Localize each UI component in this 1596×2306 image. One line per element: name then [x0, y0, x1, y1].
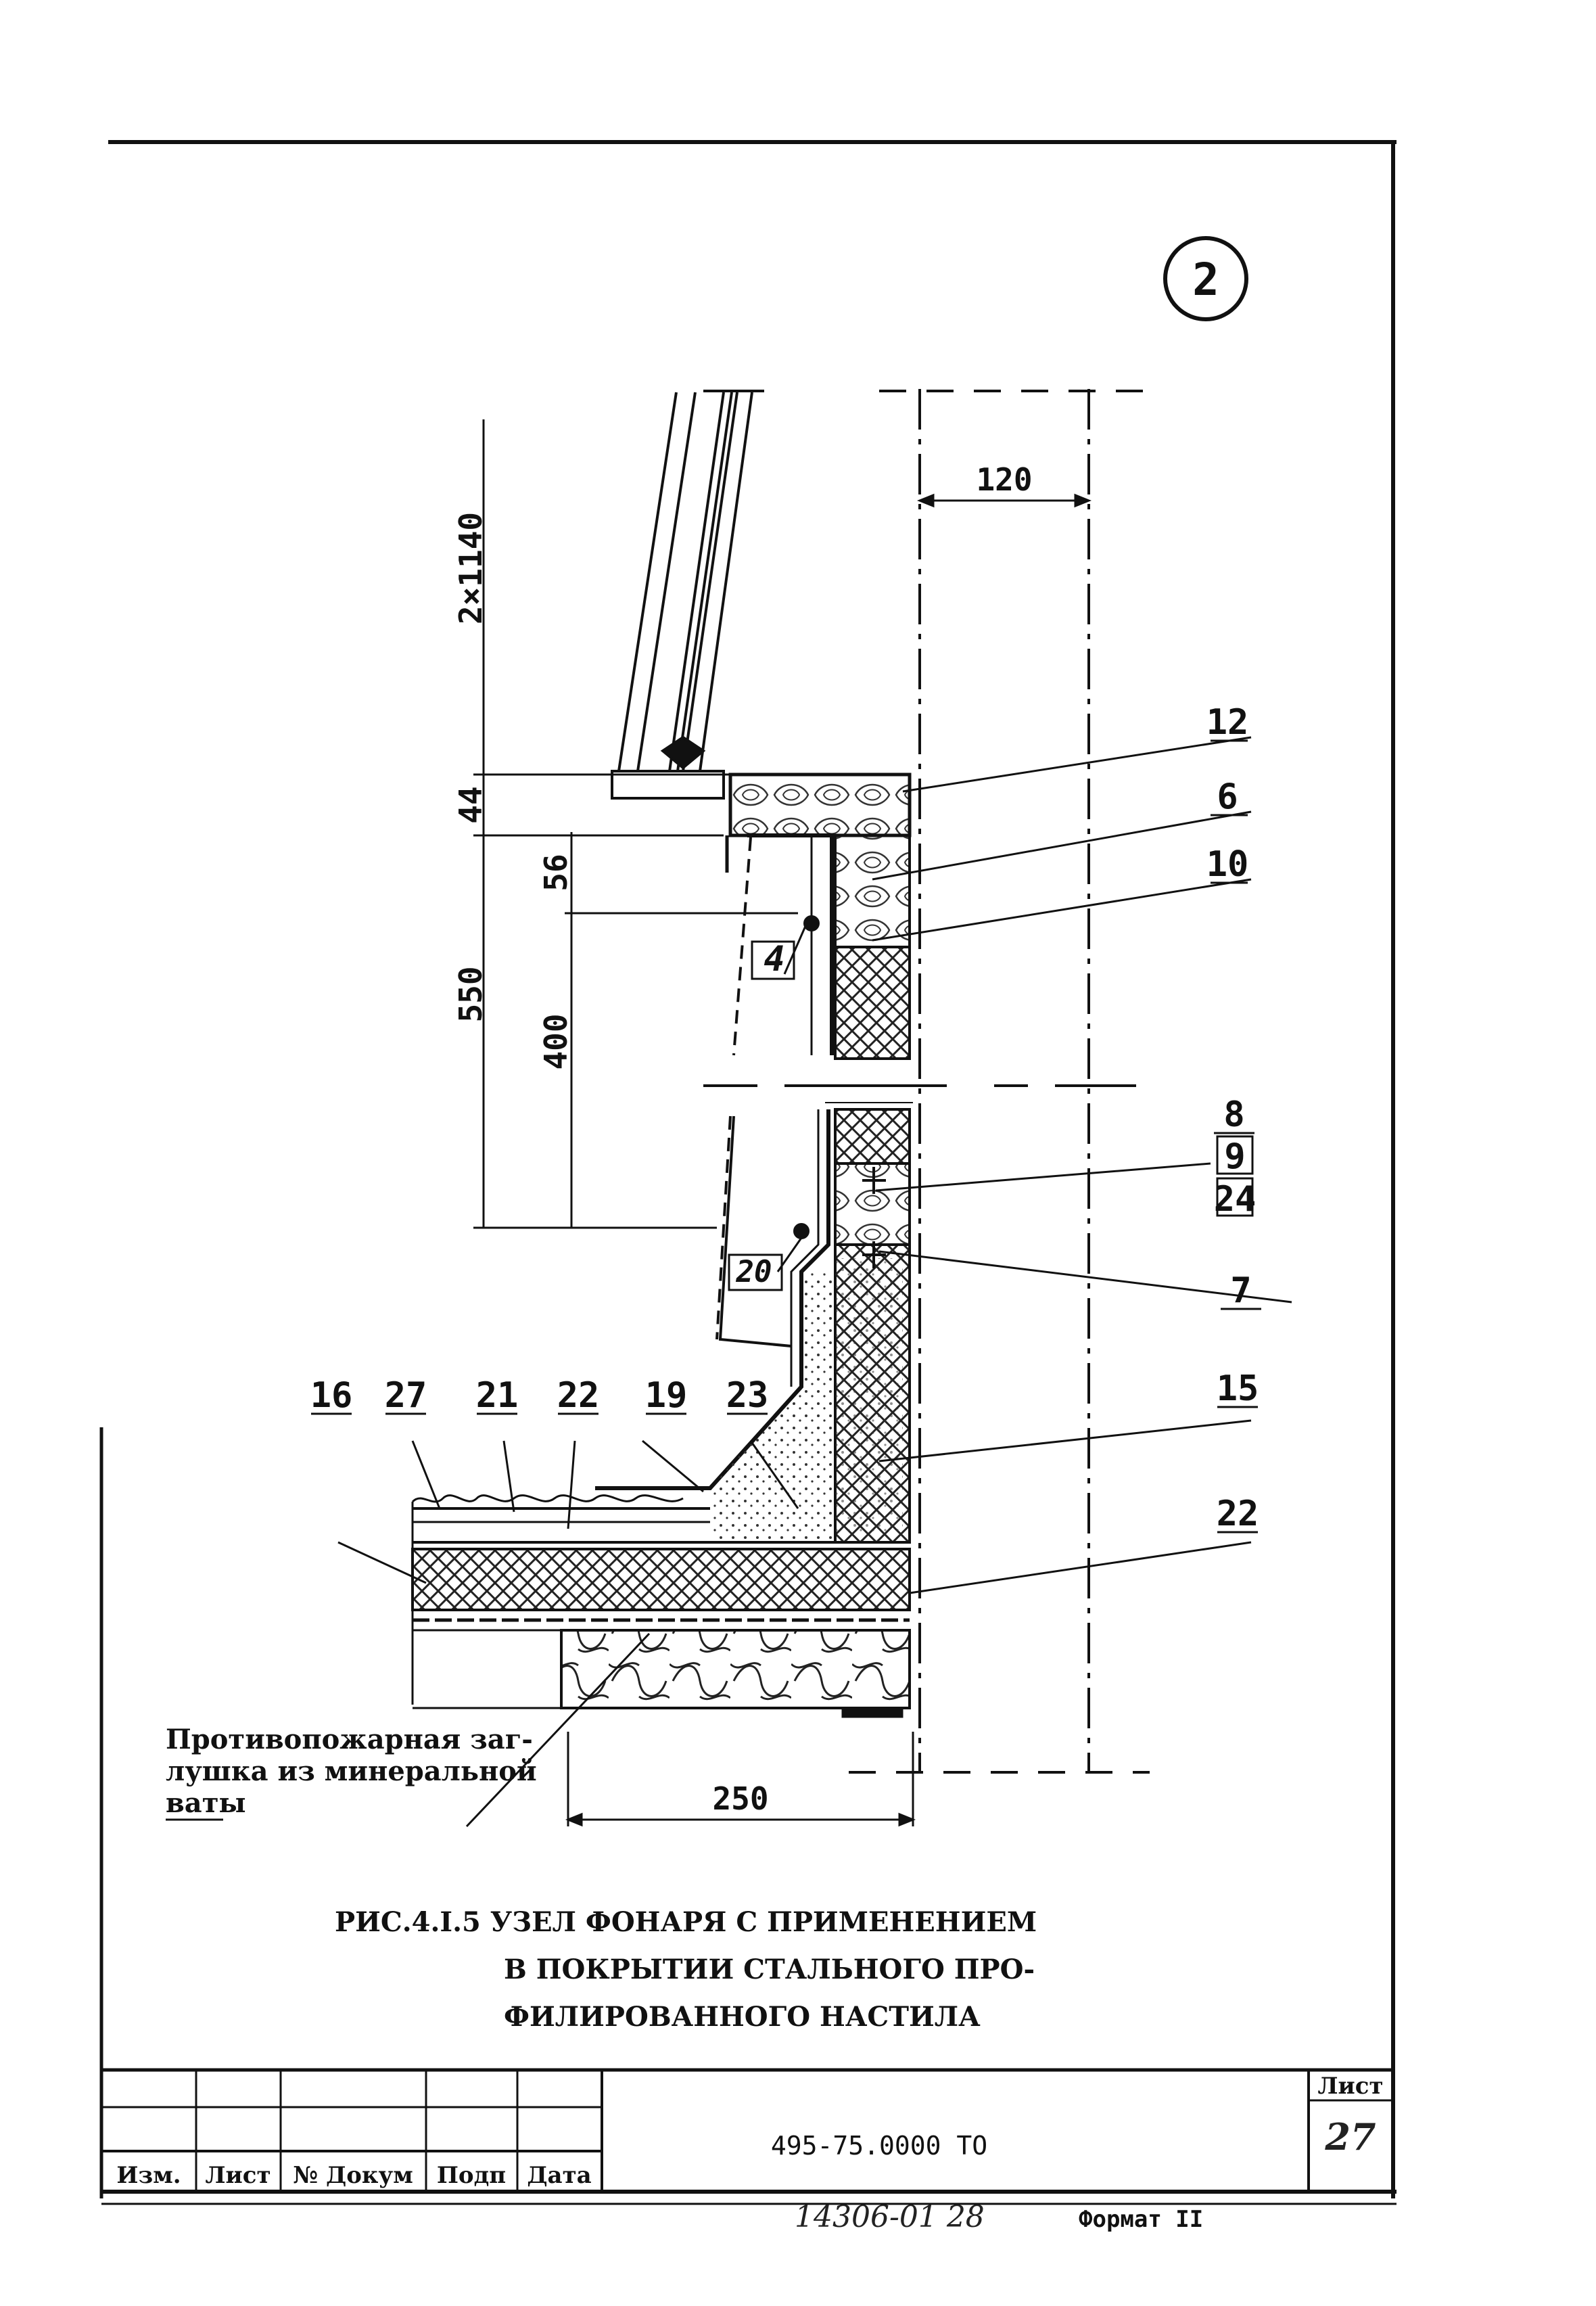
tb-sheet-label: Лист — [1317, 2073, 1383, 2100]
title-block — [101, 2068, 1393, 2192]
sheet-frame — [99, 140, 1396, 2205]
fire-stop-note: Противопожарная заг- лушка из минерально… — [166, 1724, 537, 1821]
tb-sheet-number: 27 — [1324, 2115, 1376, 2159]
callout-15: 15 — [1217, 1368, 1259, 1409]
caption-line-2: В ПОКРЫТИИ СТАЛЬНОГО ПРО- — [504, 1954, 1035, 1985]
callout-12: 12 — [1206, 702, 1249, 743]
tb-doc-code: 495-75.0000 ТО — [771, 2131, 987, 2161]
callout-22-top: 22 — [557, 1375, 600, 1416]
tb-header-sign: Подп — [437, 2162, 506, 2189]
callout-23: 23 — [726, 1375, 769, 1416]
callout-9: 9 — [1224, 1136, 1245, 1177]
callout-16: 16 — [310, 1375, 353, 1416]
dim-44: 44 — [452, 786, 489, 823]
fire-note-line-2: лушка из минеральной — [166, 1755, 537, 1787]
dim-56: 56 — [538, 854, 574, 891]
steel-angle — [595, 833, 834, 1490]
callout-22-right: 22 — [1217, 1494, 1259, 1534]
glazed-sash — [611, 392, 753, 800]
sheet-format: Формат II — [1079, 2206, 1203, 2233]
dim-window-height: 2×1140 — [452, 512, 489, 624]
timber-beam — [728, 772, 912, 948]
tb-header-doc: № Докум — [293, 2162, 413, 2189]
caption-line-1: РИС.4.I.5 УЗЕЛ ФОНАРЯ С ПРИМЕНЕНИЕМ — [335, 1906, 1037, 1938]
fire-note-line-3: ваты — [166, 1787, 246, 1819]
callout-20: 20 — [736, 1255, 772, 1289]
callout-8: 8 — [1223, 1094, 1244, 1135]
roof-layers — [411, 1494, 911, 1718]
callout-10: 10 — [1206, 844, 1249, 885]
callout-27: 27 — [385, 1375, 427, 1416]
dim-550: 550 — [452, 966, 489, 1022]
dimension-lines — [473, 419, 1092, 1827]
callout-24: 24 — [1214, 1179, 1257, 1220]
callout-7: 7 — [1230, 1270, 1251, 1311]
callout-4: 4 — [764, 939, 784, 979]
tb-header-list: Лист — [205, 2162, 271, 2189]
callout-6: 6 — [1217, 777, 1238, 817]
archive-number: 14306-01 28 — [795, 2200, 985, 2234]
fire-note-line-1: Противопожарная заг- — [166, 1724, 533, 1755]
leader-lines — [337, 736, 1292, 1828]
break-line — [703, 1084, 1136, 1103]
dim-250: 250 — [712, 1780, 768, 1817]
caption-line-3: ФИЛИРОВАННОГО НАСТИЛА — [504, 2001, 981, 2033]
tb-header-date: Дата — [527, 2162, 591, 2189]
callout-19: 19 — [645, 1375, 688, 1416]
dim-120: 120 — [976, 461, 1032, 498]
dim-400: 400 — [538, 1013, 574, 1069]
wall-insulation — [834, 946, 911, 1544]
column-lines — [703, 389, 1150, 1774]
node-marker: 2 — [1163, 236, 1248, 321]
lower-sash — [715, 837, 792, 1347]
node-marker-number: 2 — [1192, 254, 1219, 306]
tb-header-izm: Изм. — [116, 2162, 181, 2189]
figure-caption: РИС.4.I.5 УЗЕЛ ФОНАРЯ С ПРИМЕНЕНИЕМ В ПО… — [335, 1906, 1037, 2033]
foam-filler — [710, 1272, 835, 1542]
callout-21: 21 — [476, 1375, 519, 1416]
